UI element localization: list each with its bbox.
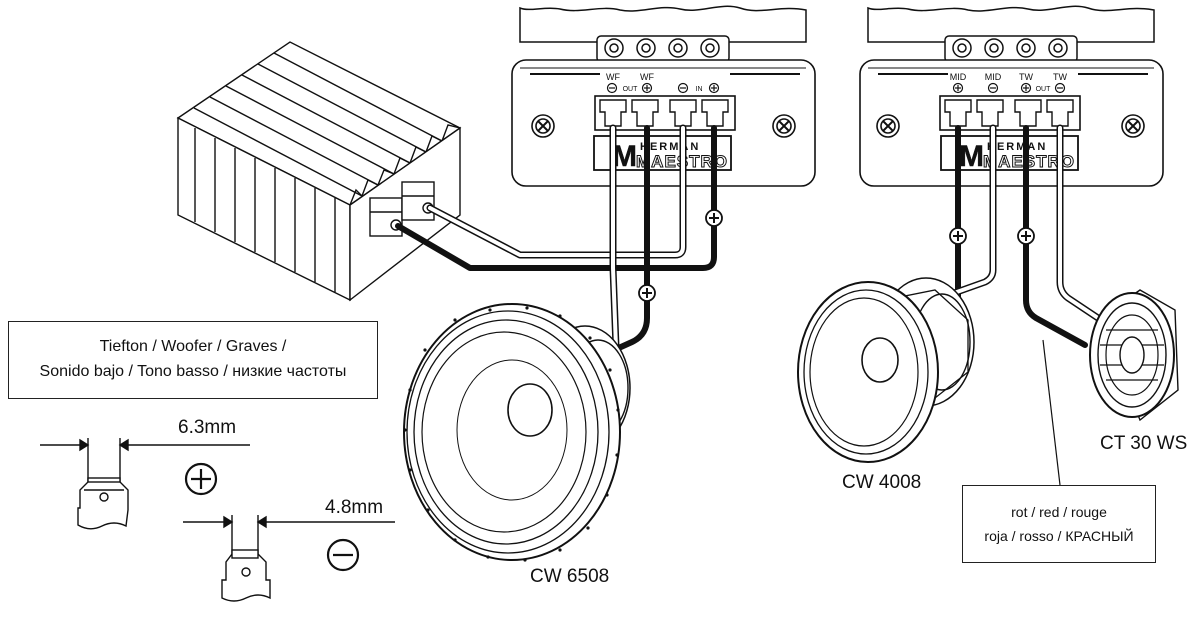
large-connector-width: 6.3mm [178, 417, 237, 438]
woofer-model-label: CW 6508 [530, 566, 610, 587]
label-wf-plus: WF [640, 72, 654, 82]
label-tw-minus: TW [1053, 72, 1067, 82]
amplifier [176, 41, 462, 302]
label-out-left: OUT [623, 86, 639, 93]
amplifier-fins [176, 41, 462, 206]
red-wire-legend-box: rot / red / rouge roja / rosso / КРАСНЫЙ [962, 485, 1156, 563]
tweeter-speaker [1089, 289, 1179, 422]
red-legend-leader [1042, 339, 1061, 486]
wire-amp-in-positive [395, 125, 717, 271]
wire-woofer-positive [589, 125, 650, 363]
red-legend-line1: rot / red / rouge [1011, 504, 1107, 520]
wire-amp-in-negative [426, 124, 687, 259]
label-tw-plus: TW [1019, 72, 1033, 82]
wire-mid-negative [936, 124, 997, 302]
midrange-speaker [797, 277, 975, 463]
brand-top-right: HERMAN [987, 141, 1047, 153]
label-wf-minus: WF [606, 72, 620, 82]
red-legend-line2: roja / rosso / КРАСНЫЙ [984, 528, 1134, 544]
plus-symbol-large [184, 462, 218, 496]
woofer-legend-line1: Tiefton / Woofer / Graves / [99, 338, 287, 355]
label-out-right: OUT [1036, 86, 1052, 93]
label-in-left: IN [696, 86, 703, 93]
crossover-left: WF WF OUT IN M HERMAN MAESTRO [511, 5, 816, 187]
wire-tweeter-negative [1056, 124, 1102, 322]
amp-terminal-2 [401, 181, 435, 221]
minus-symbol-large [326, 538, 360, 572]
plus-marker-woofer [638, 284, 656, 302]
woofer-legend-box: Tiefton / Woofer / Graves / Sonido bajo … [8, 321, 378, 399]
wire-tweeter-positive [1023, 125, 1088, 348]
connector-detail [40, 438, 395, 602]
small-connector-width: 4.8mm [325, 497, 384, 518]
plus-marker-mid [949, 227, 967, 245]
label-mid-plus: MID [950, 72, 967, 82]
woofer-legend-line2: Sonido bajo / Tono basso / низкие частот… [39, 363, 347, 380]
tweeter-model-label: CT 30 WS [1100, 433, 1188, 454]
plus-marker-tweeter [1017, 227, 1035, 245]
plus-marker-amp [705, 209, 723, 227]
svg-text:M: M [959, 140, 984, 173]
crossover-right: MID MID TW TW OUT M HERMAN MAESTRO [859, 5, 1164, 187]
midrange-model-label: CW 4008 [842, 472, 922, 493]
label-mid-minus: MID [985, 72, 1002, 82]
woofer-speaker [403, 303, 631, 562]
amp-terminal-1 [369, 197, 403, 237]
